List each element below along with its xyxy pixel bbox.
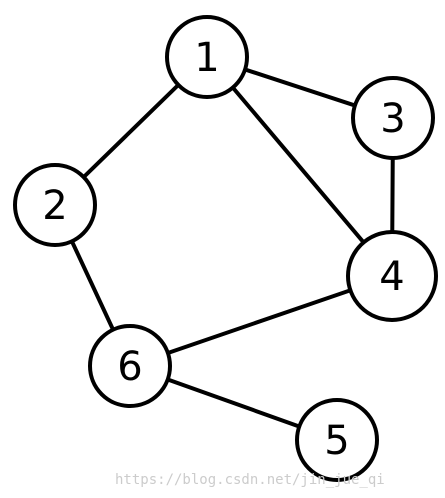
node-circle-4 (346, 230, 438, 322)
edge-4-6 (128, 274, 394, 368)
node-5: 5 (295, 398, 379, 482)
node-label-1: 1 (194, 35, 219, 81)
node-label-4: 4 (379, 254, 404, 300)
node-3: 3 (351, 76, 435, 160)
node-label-5: 5 (324, 418, 349, 464)
node-2: 2 (13, 163, 97, 247)
node-4: 4 (346, 230, 438, 322)
node-label-2: 2 (42, 183, 67, 229)
node-circle-2 (13, 163, 97, 247)
nodes-layer: 1 2 3 4 5 6 (13, 15, 438, 482)
node-1: 1 (165, 15, 249, 99)
watermark-text: https://blog.csdn.net/jin_jue_qi (115, 472, 385, 488)
node-circle-5 (295, 398, 379, 482)
node-label-3: 3 (380, 96, 405, 142)
node-circle-3 (351, 76, 435, 160)
node-circle-6 (88, 324, 172, 408)
node-circle-1 (165, 15, 249, 99)
node-label-6: 6 (117, 344, 142, 390)
edge-1-4 (205, 55, 394, 278)
node-6: 6 (88, 324, 172, 408)
